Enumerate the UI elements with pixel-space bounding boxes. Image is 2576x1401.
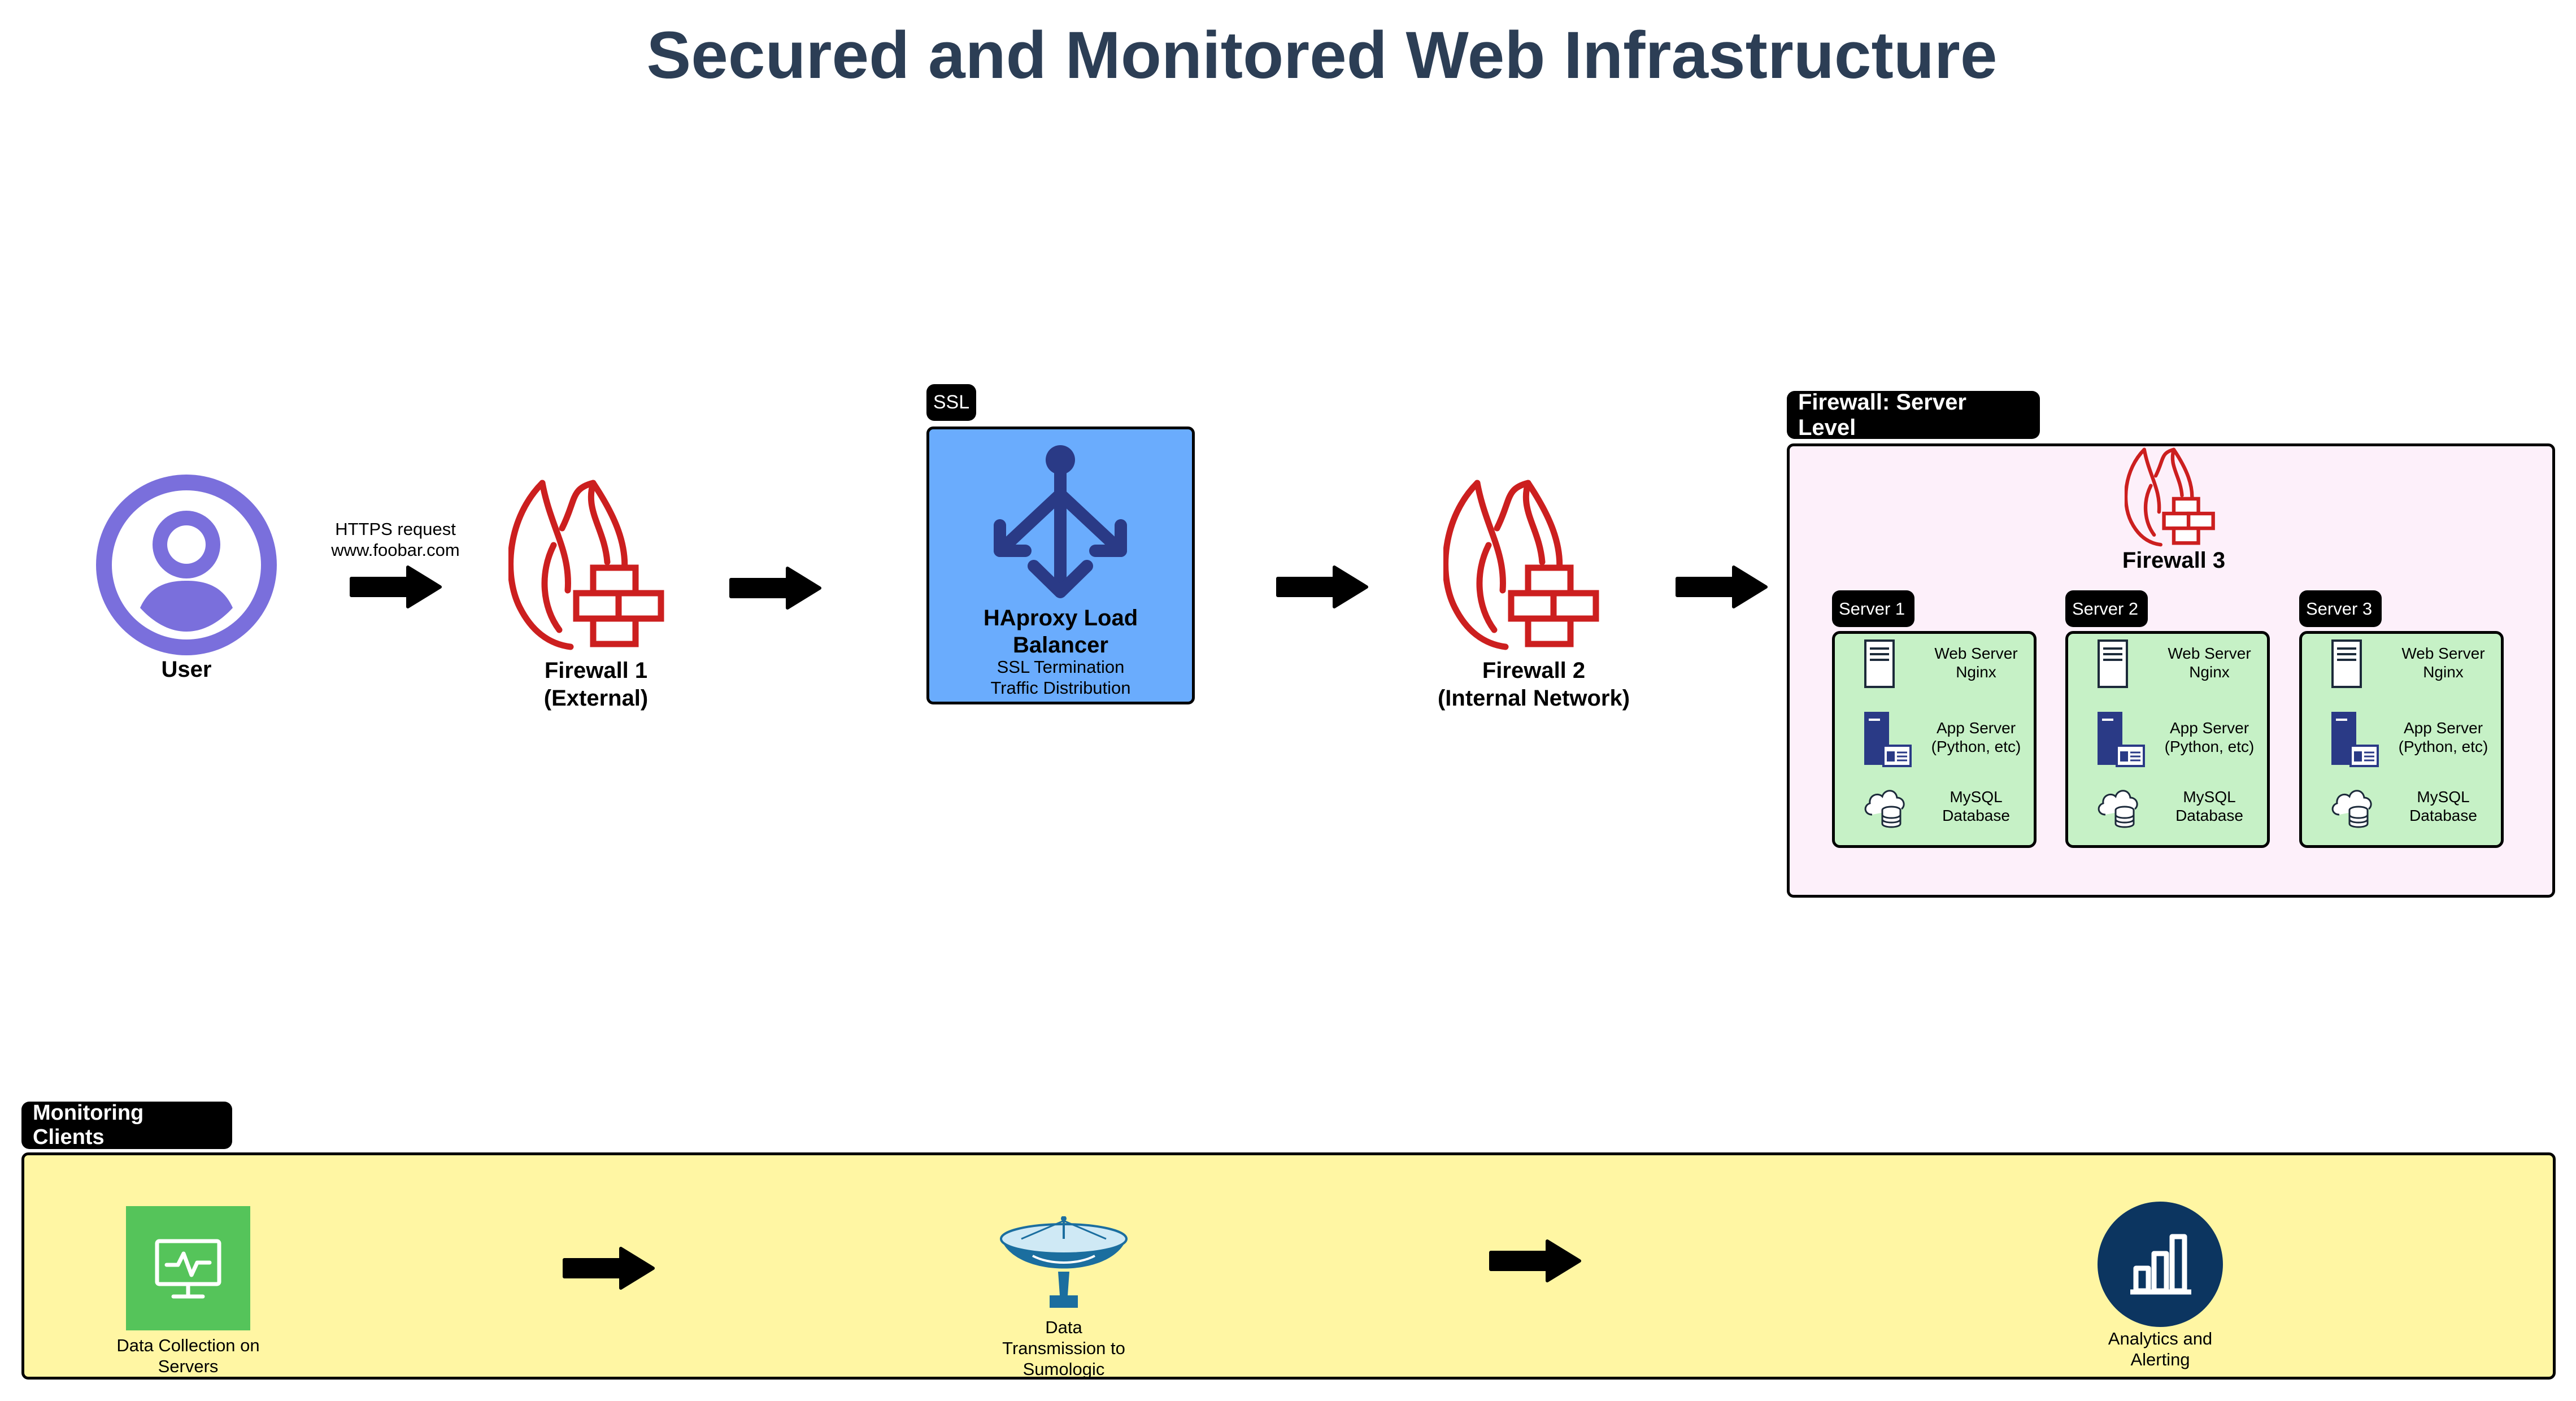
server-1-tag: Server 1: [1832, 590, 1914, 627]
app-server-line-2: (Python, etc): [2164, 738, 2255, 755]
db-line-2: Database: [2409, 807, 2477, 824]
firewall-3-label: Firewall 3: [2122, 548, 2226, 573]
app-server-line-1: App Server: [1936, 719, 2016, 737]
firewall-3-icon: [2114, 446, 2233, 548]
firewall-1-label: Firewall 1 (External): [497, 657, 695, 712]
ssl-tag: SSL: [926, 384, 976, 421]
firewall-1-icon: [508, 475, 678, 655]
data-transmission-label: Data Transmission to Sumologic: [962, 1317, 1165, 1380]
arrow-user-to-firewall1: [349, 565, 442, 609]
db-line-1: MySQL: [2183, 788, 2236, 806]
request-label: HTTPS request www.foobar.com: [311, 519, 480, 560]
load-balancer-icon: [994, 445, 1127, 598]
app-server-icon: [2098, 712, 2145, 767]
web-server-line-2: Nginx: [2189, 663, 2230, 681]
arrow-collection-to-transmission: [562, 1246, 655, 1290]
database-icon: [2098, 790, 2138, 828]
lb-sub-line-2: Traffic Distribution: [990, 678, 1131, 698]
web-server-line-2: Nginx: [2423, 663, 2464, 681]
firewall-2-icon: [1443, 475, 1613, 655]
data-collection-line-1: Data Collection on: [116, 1335, 260, 1355]
db-line-2: Database: [1942, 807, 2010, 824]
analytics-chart-icon: [2098, 1202, 2223, 1327]
server-2-tag: Server 2: [2065, 590, 2148, 627]
server-3-tag: Server 3: [2299, 590, 2382, 627]
data-transmission-line-1: Data: [1045, 1317, 1082, 1337]
web-server-line-1: Web Server: [1934, 645, 2018, 662]
firewall-2-line-2: (Internal Network): [1437, 686, 1630, 711]
user-label: User: [161, 657, 212, 682]
db-line-2: Database: [2175, 807, 2243, 824]
server-level-tag: Firewall: Server Level: [1787, 390, 2040, 440]
arrow-lb-to-firewall2: [1276, 565, 1369, 609]
monitor-icon: [155, 1239, 221, 1299]
request-line-2: www.foobar.com: [331, 540, 460, 560]
database-icon: [1864, 790, 1905, 828]
user-node: [96, 475, 277, 655]
data-collection-box: [126, 1206, 250, 1330]
data-transmission-line-3: Sumologic: [1022, 1359, 1105, 1379]
app-server-line-2: (Python, etc): [1931, 738, 2021, 755]
db-line-1: MySQL: [1950, 788, 2003, 806]
database-icon: [2331, 790, 2372, 828]
user-icon: [96, 475, 277, 655]
web-server-icon: [2098, 639, 2128, 688]
firewall-2-line-1: Firewall 2: [1482, 658, 1586, 683]
analytics-line-2: Alerting: [2130, 1350, 2190, 1369]
request-line-1: HTTPS request: [335, 519, 456, 539]
arrow-transmission-to-analytics: [1489, 1239, 1582, 1283]
data-collection-label: Data Collection on Servers: [92, 1335, 284, 1377]
app-server-line-2: (Python, etc): [2398, 738, 2488, 755]
lb-sub-line-1: SSL Termination: [997, 657, 1125, 677]
lb-subtitle: SSL Termination Traffic Distribution: [929, 656, 1192, 698]
app-server-icon: [1864, 712, 1912, 767]
data-transmission-line-2: Transmission to: [1002, 1338, 1125, 1358]
lb-title-line-2: Balancer: [1013, 633, 1108, 658]
web-server-icon: [2331, 639, 2362, 688]
firewall-1-line-1: Firewall 1: [544, 658, 648, 683]
firewall-2-label: Firewall 2 (Internal Network): [1412, 657, 1655, 712]
data-collection-line-2: Servers: [158, 1356, 219, 1376]
db-line-1: MySQL: [2417, 788, 2470, 806]
page-title: Secured and Monitored Web Infrastructure: [646, 18, 1998, 93]
web-server-line-2: Nginx: [1956, 663, 1996, 681]
analytics-line-1: Analytics and: [2108, 1329, 2213, 1348]
arrow-firewall2-to-servers: [1675, 565, 1768, 609]
arrow-firewall1-to-lb: [729, 566, 822, 610]
monitoring-tag: Monitoring Clients: [21, 1101, 232, 1149]
analytics-label: Analytics and Alerting: [2064, 1328, 2256, 1370]
web-server-line-1: Web Server: [2401, 645, 2485, 662]
app-server-icon: [2331, 712, 2379, 767]
lb-title: HAproxy Load Balancer: [929, 604, 1192, 659]
app-server-line-1: App Server: [2403, 719, 2483, 737]
load-balancer-box: HAproxy Load Balancer SSL Termination Tr…: [926, 427, 1195, 704]
firewall-1-line-2: (External): [543, 686, 649, 711]
monitoring-container: Data Collection on Servers Data Transmis…: [21, 1152, 2556, 1380]
web-server-icon: [1864, 639, 1895, 688]
app-server-line-1: App Server: [2169, 719, 2249, 737]
satellite-dish-icon: [1000, 1216, 1128, 1308]
lb-title-line-1: HAproxy Load: [983, 606, 1138, 630]
web-server-line-1: Web Server: [2168, 645, 2251, 662]
